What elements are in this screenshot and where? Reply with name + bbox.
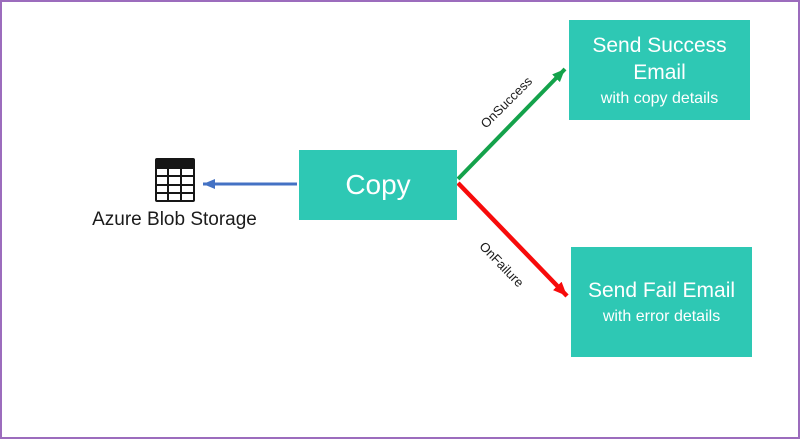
fail-email-subtitle: with error details — [602, 308, 721, 325]
source-dataset-node: Azure Blob Storage — [82, 158, 267, 231]
copy-activity-label: Copy — [345, 169, 411, 200]
fail-email-activity-node: Send Fail Email with error details — [571, 247, 752, 357]
on-failure-edge-label: OnFailure — [476, 238, 528, 290]
success-email-title: Send Success Email — [592, 33, 727, 84]
fail-email-title: Send Fail Email — [587, 279, 736, 302]
copy-activity-node: Copy — [299, 150, 457, 220]
success-email-activity-node: Send Success Email with copy details — [569, 20, 750, 120]
source-dataset-label: Azure Blob Storage — [92, 209, 257, 230]
success-email-subtitle: with copy details — [600, 89, 719, 107]
table-icon — [154, 158, 195, 202]
on-success-edge-label: OnSuccess — [477, 73, 535, 131]
